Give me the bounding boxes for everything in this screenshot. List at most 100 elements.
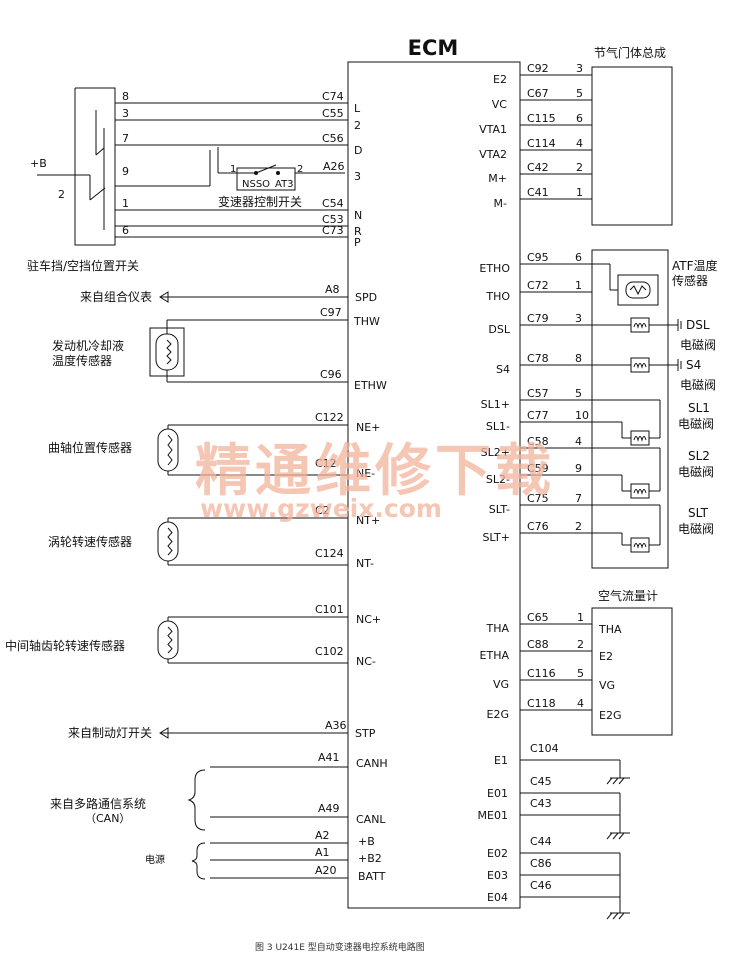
signal-source: 来自组合仪表 (80, 289, 152, 304)
ecm-pin-label: CANL (356, 813, 386, 826)
ecm-pin-label: NE- (356, 467, 375, 480)
conn-label: C53 (322, 213, 344, 226)
slt-solenoid-name: SLT (688, 506, 709, 520)
conn-label: A2 (315, 829, 330, 842)
ecm-pin-label: 2 (354, 119, 361, 132)
signal-source: 来自制动灯开关 (68, 726, 152, 740)
conn-label: C57 (527, 387, 549, 400)
conn-label: C88 (527, 638, 549, 651)
conn-label: C86 (530, 857, 552, 870)
ecm-pin-label: E04 (487, 891, 508, 904)
range-switch-pin: 6 (122, 224, 129, 237)
turbine-coil-icon (167, 527, 173, 556)
dsl-solenoid-icon (630, 317, 650, 333)
conn-label: C67 (527, 87, 549, 100)
watermark-url: www.gzweix.com (200, 494, 442, 523)
conn-label: C65 (527, 611, 549, 624)
arrow-left-icon (159, 291, 169, 303)
conn-label: C104 (530, 742, 559, 755)
conn-label: C78 (527, 352, 549, 365)
conn-label: C2 (315, 504, 330, 517)
power-name: 电源 (145, 853, 165, 866)
arrow-left-icon (159, 727, 169, 739)
brace (187, 769, 206, 831)
figure-caption: 图 3 U241E 型自动变速器电控系统电路图 (255, 941, 425, 953)
solenoid-pin: 1 (575, 279, 582, 292)
ground-hatch (618, 777, 625, 785)
ecm-pin-label: THA (485, 622, 509, 635)
throttle-pin: 1 (576, 186, 583, 199)
ecm-pin-label: ETHA (480, 649, 510, 662)
conn-label: C79 (527, 312, 549, 325)
trans-switch-name: 变速器控制开关 (218, 194, 302, 209)
ecm-pin-label: R (354, 225, 362, 238)
coolant-sensor-name: 发动机冷却液 (52, 338, 124, 353)
conn-label: C41 (527, 186, 549, 199)
s4-solenoid-name: 电磁阀 (680, 377, 716, 392)
maf-pin: 1 (577, 611, 584, 624)
trans-switch-pin-right: 2 (297, 164, 303, 175)
thermistor-icon (166, 339, 172, 365)
trans-switch-pin-left: 1 (230, 164, 236, 175)
ecm-pin-label: VTA2 (479, 148, 507, 161)
solenoid-pin: 6 (575, 251, 582, 264)
conn-label: C101 (315, 603, 344, 616)
atf-sensor-box (617, 274, 659, 306)
crank-coil-icon (167, 434, 173, 466)
range-switch-pin: 8 (122, 90, 129, 103)
conn-label: A41 (318, 751, 340, 764)
s4-solenoid-icon (630, 357, 650, 373)
s4-solenoid-icon-winding (633, 363, 647, 369)
solenoid-pin: 3 (575, 312, 582, 325)
ecm-pin-label: D (354, 144, 362, 157)
conn-label: C75 (527, 492, 549, 505)
throttle-pin: 5 (576, 87, 583, 100)
range-switch-pin: 7 (122, 132, 129, 145)
ecm-pin-label: E03 (487, 869, 508, 882)
conn-label: A26 (323, 160, 345, 173)
atf-sensor-name: ATF温度 (672, 258, 718, 273)
conn-label: C77 (527, 409, 549, 422)
conn-label: C115 (527, 112, 556, 125)
maf-terminal: VG (599, 679, 615, 692)
dsl-solenoid-name: DSL (686, 318, 710, 332)
brace (191, 842, 206, 880)
ecm-pin-label: SLT- (489, 503, 510, 516)
ecm-pin-label: M- (494, 197, 507, 210)
crank-sensor-name: 曲轴位置传感器 (48, 440, 132, 455)
ecm-title: ECM (408, 36, 459, 60)
dsl-solenoid-name: 电磁阀 (680, 337, 716, 352)
solenoid-pin: 8 (575, 352, 582, 365)
ecm-pin-label: NT+ (356, 514, 380, 527)
conn-label: C102 (315, 645, 344, 658)
atf-sensor-element (625, 281, 651, 299)
ecm-pin-label: VC (492, 98, 508, 111)
ground-hatch (606, 777, 613, 785)
conn-label: C45 (530, 775, 552, 788)
solenoid-pin: 10 (575, 409, 589, 422)
solenoid-pin: 9 (575, 462, 582, 475)
ecm-pin-label: L (354, 102, 361, 115)
conn-label: C59 (527, 462, 549, 475)
ecm-pin-label: M+ (488, 172, 507, 185)
ecm-pin-label: THW (353, 315, 380, 328)
trans-switch-label-left: NSSO (242, 179, 270, 190)
sl1-solenoid-icon-winding (633, 436, 647, 442)
sl2-solenoid-name: SL2 (688, 449, 710, 463)
maf-pin: 2 (577, 638, 584, 651)
maf-pin: 5 (577, 667, 584, 680)
conn-label: C97 (320, 306, 342, 319)
range-switch-pin: 1 (122, 197, 129, 210)
ecm-pin-label: N (354, 209, 362, 222)
ground-hatch (612, 832, 619, 840)
throttle-pin: 4 (576, 137, 583, 150)
watermark-cn: 精通维修下载 (195, 439, 555, 504)
slt-solenoid-icon-winding (633, 543, 647, 549)
throttle-body: 节气门体总成 (591, 45, 673, 226)
ecm-pin-label: VTA1 (479, 123, 507, 136)
counter-sensor-body (157, 620, 179, 660)
conn-label: A8 (325, 283, 340, 296)
ecm-pin-label: S4 (496, 363, 510, 376)
ecm-pin-label: SL2- (486, 473, 510, 486)
range-switch: +B 2 驻车挡/空挡位置开关 (27, 87, 139, 273)
